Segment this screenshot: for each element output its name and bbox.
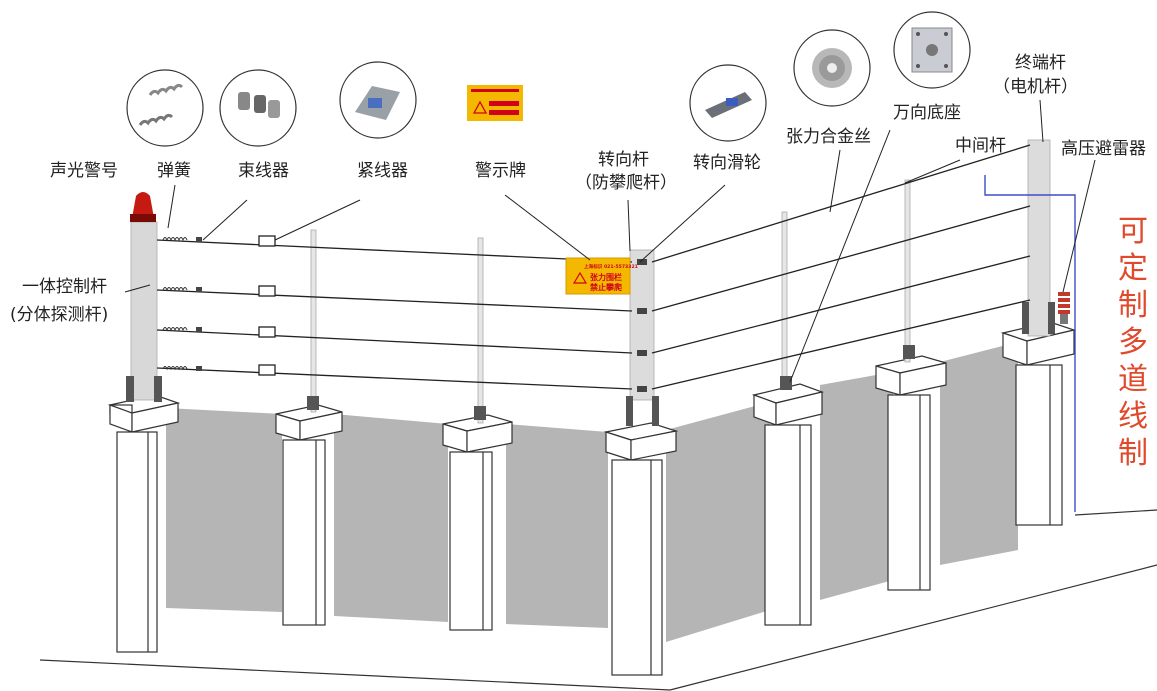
label-universal-base: 万向底座 bbox=[893, 103, 961, 123]
side-note-char: 线 bbox=[1118, 399, 1148, 434]
ground-lines bbox=[39, 509, 1157, 691]
end-pole bbox=[1022, 139, 1055, 337]
label-spring: 弹簧 bbox=[157, 161, 191, 181]
side-note-char: 制 bbox=[1118, 436, 1148, 471]
product-icons bbox=[126, 11, 971, 147]
label-end-pole-sub: （电机杆） bbox=[993, 77, 1078, 97]
tensioner-icon bbox=[339, 61, 417, 139]
control-pole bbox=[126, 221, 162, 402]
sign-line2: 禁止攀爬 bbox=[589, 282, 623, 292]
label-turn-pole: 转向杆 bbox=[598, 150, 649, 170]
wall-columns bbox=[107, 321, 1077, 676]
spring-icon bbox=[126, 69, 204, 147]
warning-sign: 上海标识 021-5573321 张力围栏 禁止攀爬 bbox=[565, 257, 638, 295]
side-note-char: 多 bbox=[1118, 325, 1148, 360]
label-tensioner: 紧线器 bbox=[357, 161, 408, 181]
alloy-wire-icon bbox=[793, 29, 871, 107]
label-warning-sign: 警示牌 bbox=[475, 161, 526, 181]
label-turn-pulley: 转向滑轮 bbox=[693, 153, 761, 173]
middle-pole-4 bbox=[904, 179, 911, 363]
label-bundler: 束线器 bbox=[238, 161, 289, 181]
callout-lines bbox=[124, 99, 1096, 383]
tension-wires bbox=[156, 144, 1031, 390]
side-note-char: 定 bbox=[1118, 251, 1148, 286]
sign-header: 上海标识 021-5573321 bbox=[584, 263, 638, 270]
side-note-char: 道 bbox=[1118, 362, 1148, 397]
pole-bases bbox=[307, 345, 915, 420]
label-alarm: 声光警号 bbox=[50, 161, 118, 181]
label-control-pole-sub: (分体探测杆) bbox=[10, 305, 108, 325]
middle-pole-3 bbox=[781, 211, 788, 389]
label-middle-pole: 中间杆 bbox=[955, 136, 1006, 156]
middle-poles bbox=[310, 179, 911, 424]
side-note-char: 可 bbox=[1118, 214, 1148, 249]
turn-pole bbox=[626, 249, 659, 426]
bundler-icon bbox=[219, 69, 297, 147]
wall-panels bbox=[166, 342, 1018, 642]
universal-base-icon bbox=[893, 11, 971, 89]
tensioners bbox=[258, 235, 276, 376]
alarm-siren-icon bbox=[130, 192, 156, 222]
warning-sign-thumb-icon bbox=[467, 85, 523, 121]
middle-pole-1 bbox=[310, 229, 317, 413]
label-control-pole: 一体控制杆 bbox=[22, 277, 107, 297]
label-lightning-arrester: 高压避雷器 bbox=[1061, 139, 1146, 159]
sign-line1: 张力围栏 bbox=[590, 272, 622, 282]
bundlers bbox=[196, 237, 202, 371]
middle-pole-2 bbox=[477, 237, 484, 424]
labels: 声光警号 弹簧 束线器 紧线器 警示牌 转向杆 （防攀爬杆） 转向滑轮 张力合金… bbox=[10, 53, 1146, 325]
side-note: 可 定 制 多 道 线 制 bbox=[1118, 214, 1148, 471]
label-tension-wire: 张力合金丝 bbox=[786, 127, 871, 147]
lightning-arrester-icon bbox=[1058, 292, 1070, 324]
springs bbox=[162, 237, 188, 371]
label-end-pole: 终端杆 bbox=[1015, 53, 1066, 73]
side-note-char: 制 bbox=[1118, 288, 1148, 323]
label-turn-pole-sub: （防攀爬杆） bbox=[575, 173, 677, 193]
pulley-icon bbox=[689, 64, 767, 142]
ground-wire bbox=[984, 175, 1076, 512]
